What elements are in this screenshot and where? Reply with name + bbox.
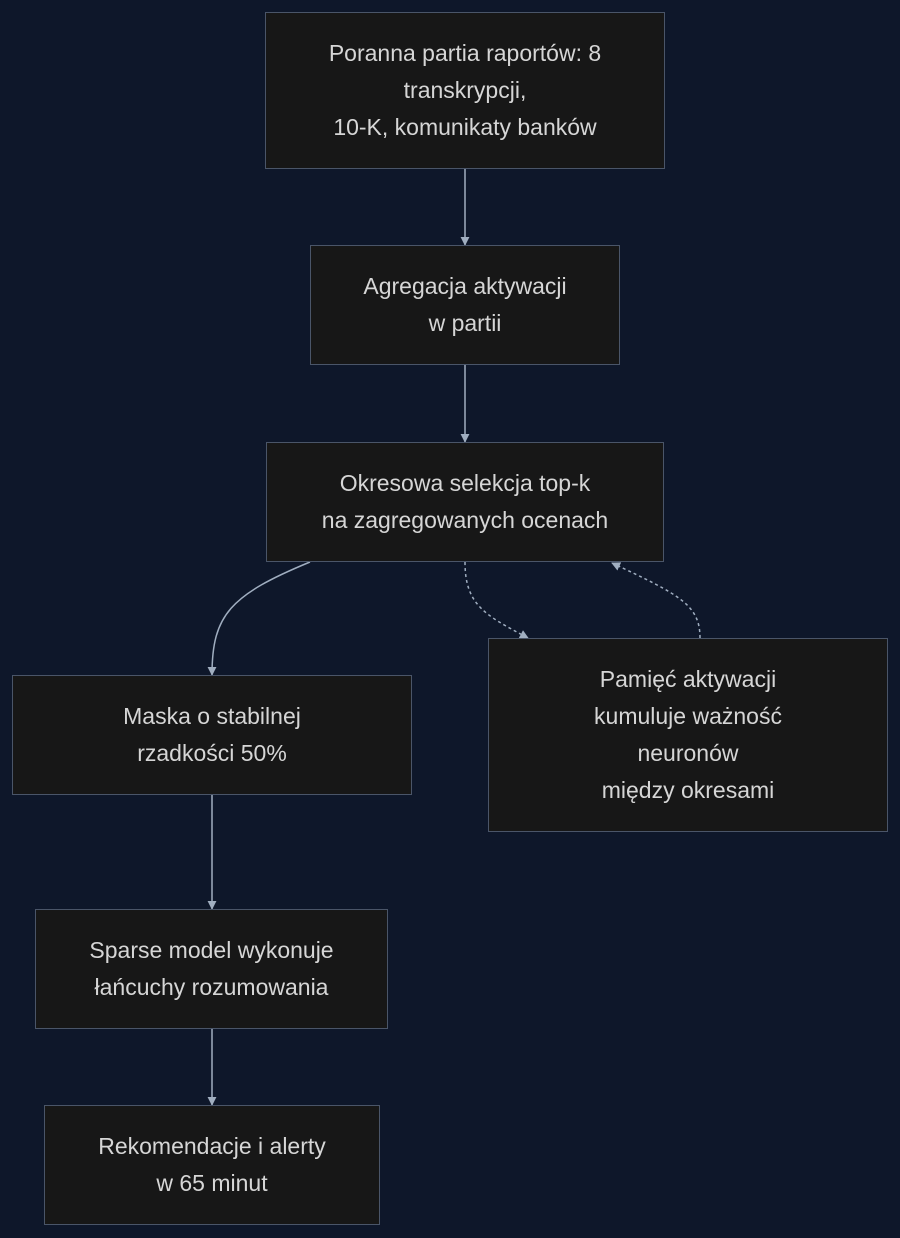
node-sparsity-mask-label: Maska o stabilnej rzadkości 50% (123, 703, 301, 766)
node-report-batch-label: Poranna partia raportów: 8 transkrypcji,… (328, 40, 602, 140)
node-topk-selection: Okresowa selekcja top-k na zagregowanych… (266, 442, 664, 562)
node-activation-aggregation-label: Agregacja aktywacji w partii (363, 273, 567, 336)
node-sparse-model-label: Sparse model wykonuje łańcuchy rozumowan… (89, 937, 334, 1000)
node-activation-memory-label: Pamięć aktywacji kumuluje ważność neuron… (594, 666, 782, 803)
node-topk-selection-label: Okresowa selekcja top-k na zagregowanych… (321, 470, 609, 533)
node-activation-aggregation: Agregacja aktywacji w partii (310, 245, 620, 365)
edge-select-to-memory (464, 561, 529, 639)
node-report-batch: Poranna partia raportów: 8 transkrypcji,… (265, 12, 665, 169)
node-sparsity-mask: Maska o stabilnej rzadkości 50% (12, 675, 412, 795)
node-recommendations-output: Rekomendacje i alerty w 65 minut (44, 1105, 380, 1225)
edge-select-to-mask (207, 561, 311, 676)
edge-memory-to-select (611, 562, 701, 639)
node-activation-memory: Pamięć aktywacji kumuluje ważność neuron… (488, 638, 888, 832)
node-recommendations-output-label: Rekomendacje i alerty w 65 minut (98, 1133, 326, 1196)
node-sparse-model: Sparse model wykonuje łańcuchy rozumowan… (35, 909, 388, 1029)
